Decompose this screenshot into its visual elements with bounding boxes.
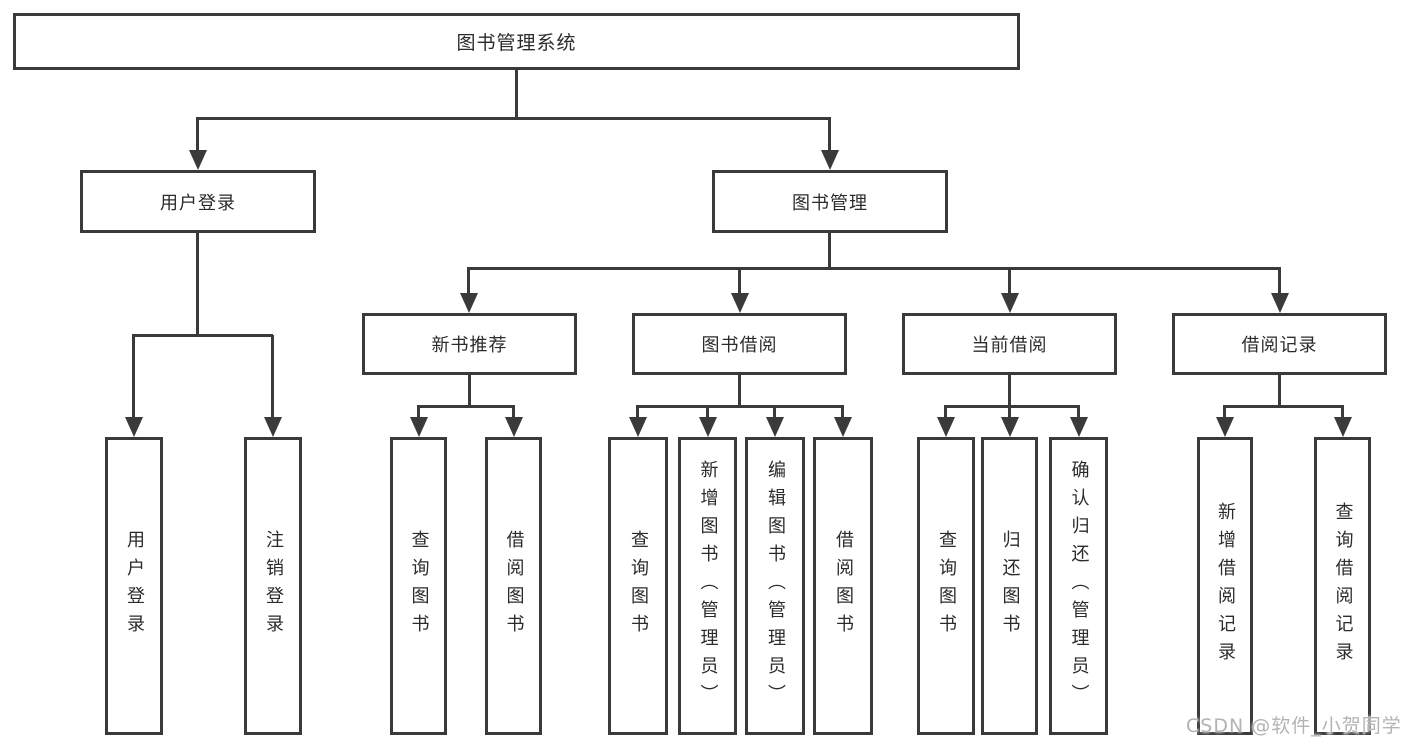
leaf-user-login: 用户登录 [105, 437, 163, 735]
connector-current-borrowing-stem [1008, 375, 1011, 408]
leaf-confirm-return-admin: 确认归还（管理员） [1049, 437, 1108, 735]
connector-arrow-user-login [196, 119, 199, 150]
node-label: 借阅记录 [1241, 335, 1318, 356]
leaf-borrow-books-recommend: 借阅图书 [485, 437, 542, 735]
connector-book-borrowing-stem [738, 375, 741, 408]
leaf-label: 查询图书 [628, 530, 649, 642]
leaf-label: 编辑图书（管理员） [765, 460, 786, 712]
connector-arrow-borrowing-records [1278, 268, 1281, 293]
node-current-borrowing: 当前借阅 [902, 313, 1117, 375]
leaf-label: 用户登录 [124, 530, 145, 642]
connector-new-book-stem [468, 375, 471, 408]
leaf-add-books-admin: 新增图书（管理员） [678, 437, 737, 735]
connector-borrowing-records-bar [1223, 405, 1344, 408]
connector-user-login-stem [196, 233, 199, 337]
node-new-book-recommendation: 新书推荐 [362, 313, 577, 375]
connector-arrow-return-books [1008, 406, 1011, 417]
leaf-edit-books-admin: 编辑图书（管理员） [745, 437, 805, 735]
connector-root-stem [515, 70, 518, 120]
connector-book-borrowing-bar [636, 405, 844, 408]
connector-arrow-query-books-2 [636, 406, 639, 417]
connector-arrow-book-borrowing [738, 268, 741, 293]
connector-level2-bar [196, 117, 831, 120]
leaf-return-books: 归还图书 [981, 437, 1038, 735]
leaf-label: 新增借阅记录 [1215, 502, 1236, 670]
leaf-borrow-books-borrowing: 借阅图书 [813, 437, 873, 735]
node-label: 图书借阅 [701, 335, 778, 356]
leaf-add-borrow-record: 新增借阅记录 [1197, 437, 1253, 735]
connector-arrow-current-borrowing [1008, 268, 1011, 293]
connector-book-management-stem [828, 233, 831, 270]
leaf-label: 新增图书（管理员） [697, 460, 719, 712]
connector-new-book-bar [417, 405, 515, 408]
leaf-query-books-current: 查询图书 [917, 437, 975, 735]
leaf-label: 查询图书 [408, 530, 430, 642]
node-label: 图书管理系统 [456, 32, 577, 54]
leaf-label: 确认归还（管理员） [1068, 460, 1090, 712]
watermark: CSDN @软件_小贺同学 [1186, 715, 1402, 737]
node-label: 当前借阅 [971, 335, 1048, 356]
connector-arrow-query-borrow-record [1341, 406, 1344, 417]
connector-arrow-edit-books [773, 406, 776, 417]
connector-arrow-confirm-return [1077, 406, 1080, 417]
node-label: 用户登录 [160, 192, 236, 214]
leaf-label: 查询借阅记录 [1332, 502, 1354, 670]
connector-arrow-query-books-1 [417, 406, 420, 417]
leaf-query-books-borrowing: 查询图书 [608, 437, 668, 735]
node-label: 新书推荐 [431, 335, 508, 356]
node-book-borrowing: 图书借阅 [632, 313, 847, 375]
connector-arrow-add-books [706, 406, 709, 417]
connector-arrow-book-management [828, 119, 831, 150]
leaf-label: 归还图书 [999, 530, 1021, 642]
connector-arrow-new-book [467, 268, 470, 293]
connector-arrow-leaf-logout [271, 335, 274, 417]
connector-user-login-bar [132, 334, 273, 337]
leaf-label: 借阅图书 [833, 530, 854, 642]
connector-arrow-leaf-user-login [132, 335, 135, 417]
connector-level3-bar [467, 267, 1281, 270]
leaf-logout: 注销登录 [244, 437, 302, 735]
leaf-query-books-recommend: 查询图书 [390, 437, 447, 735]
node-label: 图书管理 [792, 192, 868, 214]
node-borrowing-records: 借阅记录 [1172, 313, 1387, 375]
node-book-management: 图书管理 [712, 170, 948, 233]
connector-arrow-query-books-3 [944, 406, 947, 417]
leaf-label: 注销登录 [263, 530, 284, 642]
leaf-query-borrow-record: 查询借阅记录 [1314, 437, 1371, 735]
node-user-login: 用户登录 [80, 170, 316, 233]
leaf-label: 查询图书 [936, 530, 957, 642]
connector-arrow-add-borrow-record [1223, 406, 1226, 417]
connector-current-borrowing-bar [944, 405, 1080, 408]
node-root: 图书管理系统 [13, 13, 1020, 70]
leaf-label: 借阅图书 [503, 530, 525, 642]
connector-borrowing-records-stem [1278, 375, 1281, 408]
connector-arrow-borrow-books-1 [512, 406, 515, 417]
connector-arrow-borrow-books-2 [841, 406, 844, 417]
